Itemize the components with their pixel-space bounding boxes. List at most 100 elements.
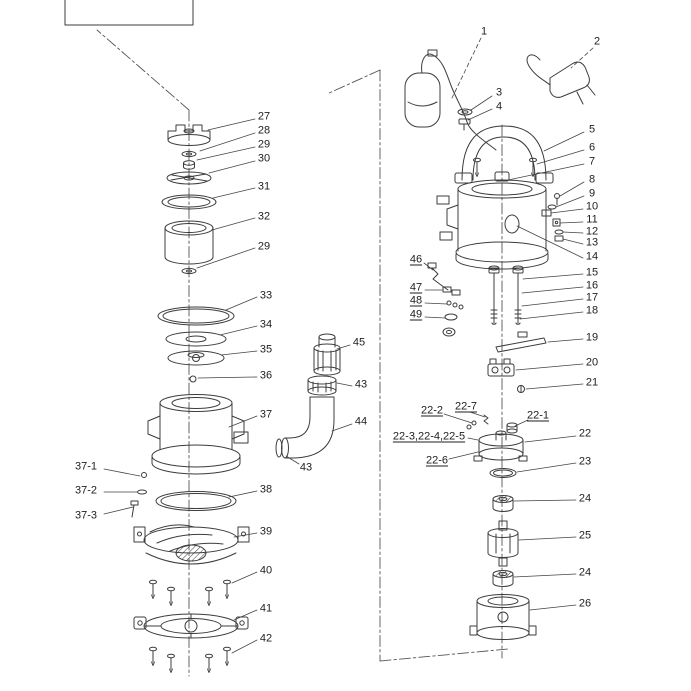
leader-line-42: [231, 639, 258, 654]
part-25-rotor: [487, 520, 519, 567]
leader-line-37-3: [103, 506, 134, 515]
part-43b-flange: [275, 438, 283, 458]
part-35-seal-plate: [167, 350, 225, 366]
leader-line-18: [519, 311, 584, 320]
part-19-shaft-key: [495, 331, 547, 353]
part-40-screws: [149, 579, 231, 606]
leader-line-41: [233, 609, 258, 621]
leader-line-28: [199, 132, 256, 152]
part-46-wire: [427, 262, 449, 291]
part-21-screw: [517, 385, 525, 393]
leader-line-21: [525, 383, 584, 390]
leader-line-22-1: [514, 419, 529, 427]
leader-line-40: [231, 571, 258, 584]
part-31-ring: [161, 194, 217, 210]
leader-line-15: [522, 273, 584, 280]
leader-line-22-2: [443, 413, 473, 424]
leader-line-43a: [336, 382, 353, 387]
boundary-line: [326, 69, 509, 662]
leader-line-29b: [196, 247, 256, 269]
leader-line-24b: [513, 573, 577, 578]
leader-line-12: [562, 231, 584, 234]
part-29-nut: [183, 160, 195, 170]
leader-line-26: [529, 604, 577, 611]
leader-line-46: [423, 262, 434, 271]
leader-line-20: [515, 363, 584, 371]
leader-line-2: [570, 47, 594, 69]
leader-line-7: [507, 163, 585, 181]
leader-line-6: [536, 149, 585, 165]
leader-line-5: [543, 131, 585, 152]
leader-line-22-3-4-5: [467, 437, 479, 441]
part-28-washer: [181, 150, 197, 158]
leader-line-9: [555, 195, 585, 208]
sheet-frame-corner: [64, 0, 194, 26]
part-29b-washer: [181, 267, 197, 275]
leader-line-43b: [285, 455, 300, 465]
leader-line-35: [220, 350, 258, 356]
leader-line-4: [467, 108, 493, 121]
leader-line-19: [547, 338, 584, 343]
part-26-impeller-housing: [469, 594, 537, 640]
part-20-terminal-block: [487, 358, 515, 377]
part-2-plug: [526, 54, 596, 105]
leader-line-33: [225, 296, 258, 311]
part-6-screw: [473, 157, 481, 177]
leader-line-10: [550, 208, 584, 214]
leader-line-30: [208, 160, 256, 174]
leader-line-37-1: [103, 468, 141, 477]
part-32-cup: [164, 220, 214, 265]
motor-housing: [436, 171, 549, 270]
leader-line-11: [559, 221, 584, 224]
part-30-rotor-disc: [166, 171, 212, 185]
part-24a-bearing: [492, 495, 514, 512]
part-33-gasket-ring: [157, 306, 235, 326]
part-45-hose-adapter: [313, 333, 341, 376]
leader-line-23: [516, 462, 577, 473]
leader-line-44: [331, 423, 353, 432]
part-38-oring: [155, 491, 237, 511]
part-5-handle: [454, 125, 554, 184]
part-37-housing: [147, 394, 249, 475]
part-34-plate: [165, 331, 227, 347]
part-43a-nut: [307, 375, 337, 396]
leader-line-14: [516, 225, 584, 259]
part-41-base-plate: [133, 613, 249, 639]
parts-15-18-bolts: [488, 265, 524, 325]
leader-line-25: [518, 536, 577, 541]
leader-line-17: [521, 298, 584, 307]
leader-line-31: [212, 187, 256, 199]
leader-line-16: [521, 286, 584, 294]
leader-line-22-6: [448, 451, 479, 460]
part-44-elbow: [281, 396, 335, 459]
leader-line-32: [211, 217, 256, 231]
part-27-impeller-top: [167, 124, 211, 146]
part-3-grommet: [457, 108, 473, 116]
part-47-connectors: [442, 286, 461, 296]
leader-line-49: [424, 316, 446, 319]
part-37-fasteners: [130, 472, 147, 518]
part-49-ring: [442, 313, 458, 337]
leader-line-45: [336, 344, 351, 350]
leader-line-3: [470, 95, 493, 111]
leader-line-48: [424, 302, 448, 305]
part-23-oring: [489, 468, 517, 478]
part-48-beads: [446, 300, 464, 310]
part-1-float-switch: [404, 49, 497, 151]
leader-line-24a: [513, 499, 577, 502]
leader-line-13: [562, 238, 584, 245]
leader-line-27: [207, 118, 256, 131]
part-22-seal-assembly: [466, 414, 528, 462]
part-42-screws: [149, 646, 231, 673]
parts-8-13-fasteners: [541, 193, 564, 242]
leader-line-39: [233, 532, 258, 538]
leader-line-22-7: [469, 411, 486, 418]
leader-line-38: [228, 490, 258, 498]
leader-line-1: [451, 37, 482, 99]
part-24b-bearing: [492, 570, 514, 587]
leader-line-36: [197, 376, 258, 379]
part-39-volute: [133, 524, 250, 565]
part-4-clamp: [458, 118, 471, 131]
leader-line-8: [559, 181, 585, 197]
